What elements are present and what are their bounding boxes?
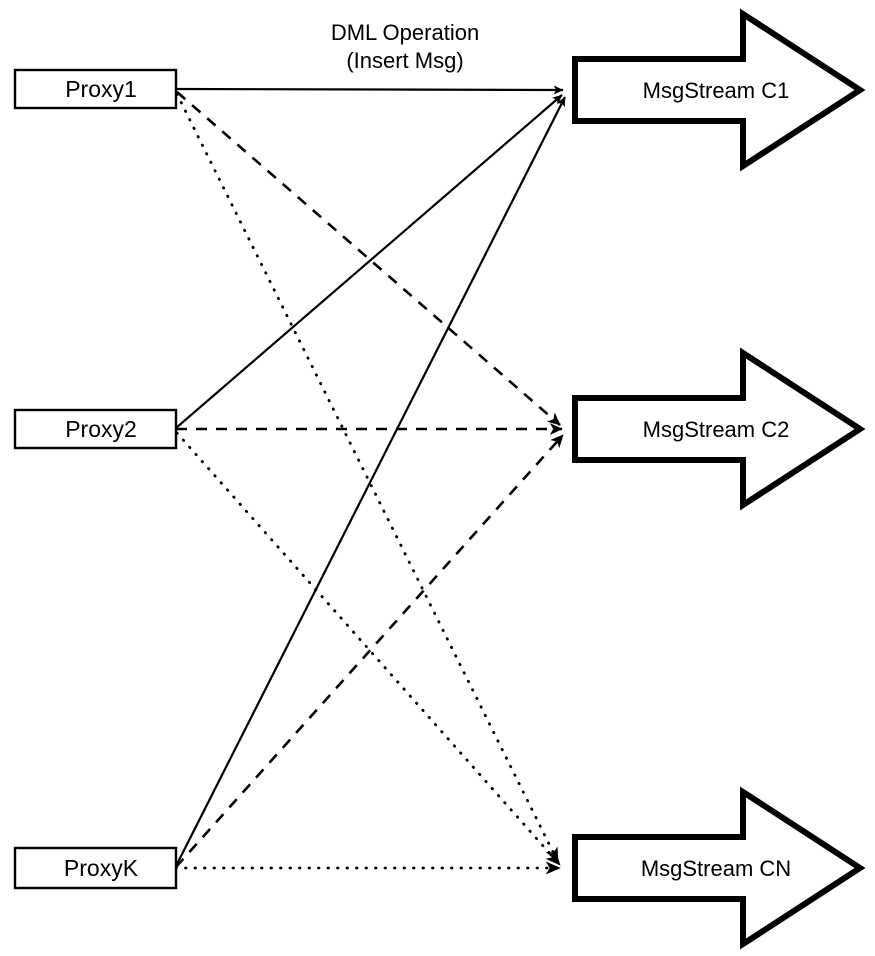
edge-proxy1-to-msgstream-c1 bbox=[175, 85, 564, 95]
proxy-node-proxy1[interactable]: Proxy1 bbox=[13, 68, 178, 110]
msgstream-node-cn[interactable]: MsgStream CN bbox=[572, 786, 866, 950]
proxy2-box[interactable] bbox=[13, 408, 178, 450]
proxy2-label: Proxy2 bbox=[65, 416, 137, 442]
edge-proxy2-to-msgstream-c1 bbox=[175, 94, 563, 429]
edge-proxy1-to-msgstream-c2 bbox=[176, 91, 561, 426]
msgstream-cn-label: MsgStream CN bbox=[641, 856, 791, 881]
proxy1-box[interactable] bbox=[13, 68, 178, 110]
msgstream-node-c2[interactable]: MsgStream C2 bbox=[572, 347, 866, 511]
proxyk-box[interactable] bbox=[13, 846, 178, 890]
proxy1-label: Proxy1 bbox=[65, 76, 137, 102]
proxyk-label: ProxyK bbox=[64, 855, 139, 881]
dml-operation-annotation-line1: DML Operation bbox=[331, 20, 479, 45]
proxy-node-proxyk[interactable]: ProxyK bbox=[13, 846, 178, 890]
msgstream-cn-arrow-shape[interactable] bbox=[572, 786, 866, 950]
msgstream-c1-arrow-shape[interactable] bbox=[572, 8, 866, 172]
msgstream-c2-label: MsgStream C2 bbox=[643, 417, 790, 442]
edge-layer bbox=[174, 85, 566, 875]
msgstream-node-c1[interactable]: MsgStream C1 bbox=[572, 8, 866, 172]
edge-proxy2-to-msgstream-cn bbox=[175, 431, 562, 867]
dml-operation-annotation-line2: (Insert Msg) bbox=[346, 48, 463, 73]
proxy-node-proxy2[interactable]: Proxy2 bbox=[13, 408, 178, 450]
dml-operation-annotation: DML Operation (Insert Msg) bbox=[331, 20, 479, 73]
edge-proxy1-to-msgstream-cn bbox=[175, 92, 560, 864]
msgstream-c1-label: MsgStream C1 bbox=[643, 78, 790, 103]
msgstream-c2-arrow-shape[interactable] bbox=[572, 347, 866, 511]
edge-proxyk-to-msgstream-c1 bbox=[175, 96, 566, 867]
edge-proxyk-to-msgstream-c2 bbox=[175, 434, 564, 868]
